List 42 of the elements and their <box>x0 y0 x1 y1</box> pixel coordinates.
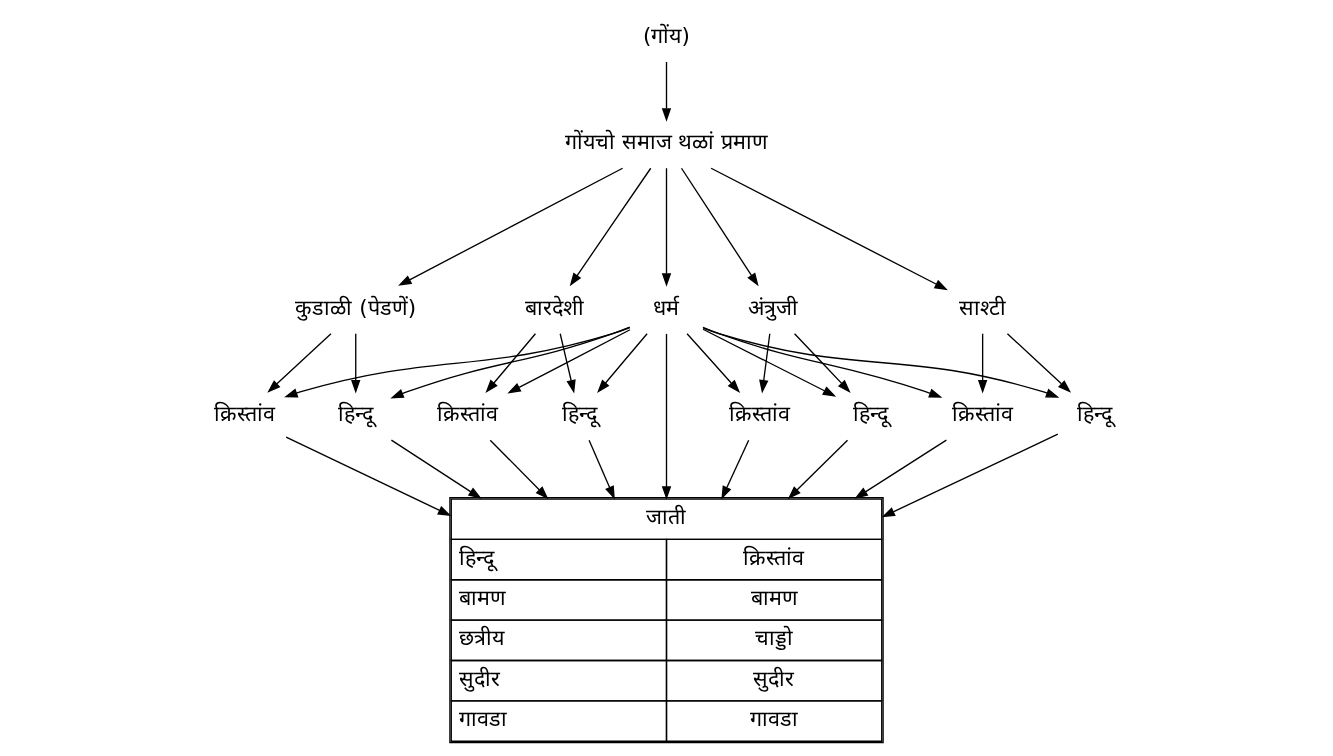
arrow <box>661 333 672 500</box>
node-text: क्रिस्तांव <box>728 400 790 426</box>
node-text: क्रिस्तांव <box>213 400 275 426</box>
arrow <box>398 167 624 286</box>
arrow <box>285 436 452 516</box>
arrow <box>559 333 576 394</box>
arrow <box>702 326 943 398</box>
arrow <box>507 329 631 394</box>
arrow <box>588 439 615 500</box>
arrow <box>702 327 1060 398</box>
node-text: साश्टी <box>959 294 1007 320</box>
node-text: बारदेशी <box>525 294 585 320</box>
arrow <box>390 439 482 499</box>
arrow <box>881 433 1059 518</box>
arrow <box>793 333 851 393</box>
arrow <box>597 333 648 393</box>
arrow <box>485 333 537 393</box>
node-text: कुडाळी (पेडणें) <box>295 294 417 320</box>
arrow <box>569 167 652 287</box>
arrow <box>787 439 849 500</box>
arrow <box>284 326 631 398</box>
node-text: धर्म <box>653 294 680 320</box>
node-text: क्रिस्तांव <box>952 400 1014 426</box>
arrow <box>686 333 741 393</box>
node-text: (गोंय) <box>643 22 690 48</box>
node-text: क्रिस्तांव <box>436 400 498 426</box>
arrow <box>759 333 771 394</box>
arrow <box>390 326 631 399</box>
arrow <box>710 167 948 291</box>
arrow <box>661 167 672 287</box>
arrow <box>854 439 948 499</box>
arrow <box>702 328 837 397</box>
arrow <box>661 61 672 122</box>
arrow <box>721 439 750 500</box>
arrow <box>267 333 332 393</box>
arrow <box>680 167 759 287</box>
arrow <box>489 439 549 500</box>
arrow <box>1006 333 1072 393</box>
arrow <box>977 333 988 394</box>
node-text: अंत्रुजी <box>747 294 798 320</box>
arrow <box>351 333 361 394</box>
node-text: गोंयचो समाज थळां प्रमाण <box>564 129 769 155</box>
